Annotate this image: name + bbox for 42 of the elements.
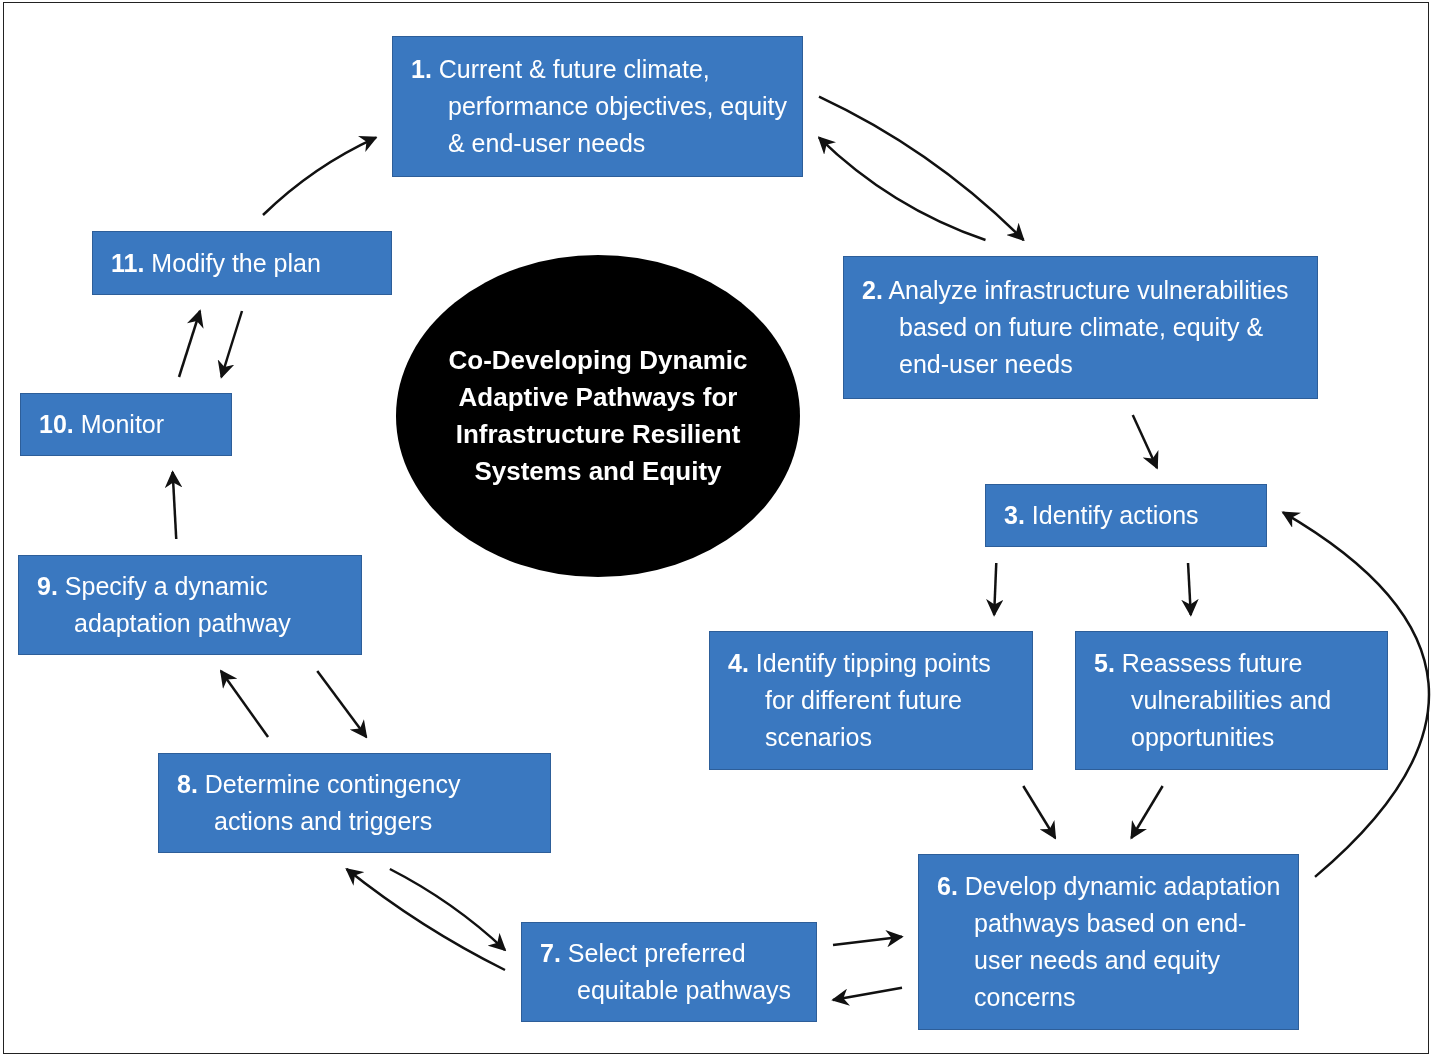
arrow: [1181, 562, 1199, 617]
process-box: [709, 631, 1033, 770]
step-text: 9. Specify a dynamic adaptation pathway: [37, 571, 292, 639]
process-box: [985, 484, 1267, 547]
arrow: [217, 310, 244, 379]
process-box: [158, 753, 551, 853]
ellipse-label: Co-Developing Dynamic Adaptive Pathways for Infrastructure Resilient Systems and Equity: [447, 344, 749, 488]
step-text: 3. Identify actions: [1004, 500, 1199, 531]
step-text: 11. Modify the plan: [111, 247, 321, 279]
step-text: 1. Current & future climate, performance objectives, equity & end-user needs: [411, 54, 789, 159]
step-text: 6. Develop dynamic adaptation pathways based on end-user needs and equity concerns: [937, 871, 1282, 1013]
arrow: [817, 136, 986, 242]
process-box: [843, 256, 1318, 399]
process-box: [1075, 631, 1388, 770]
arrow: [345, 867, 506, 972]
step-text: 2. Analyze infrastructure vulnerabilities based on future climate, equity & end-user needs: [862, 275, 1290, 380]
arrow: [818, 95, 1025, 242]
step-text: 10. Monitor: [39, 409, 166, 440]
process-box: [918, 854, 1299, 1030]
process-box: [521, 922, 817, 1022]
step-text: 5. Reassess future vulnerabilities and opportunities: [1094, 648, 1333, 753]
process-box: [18, 555, 362, 655]
process-box: [392, 36, 803, 177]
title-ellipse: [396, 255, 800, 577]
arrow: [1281, 511, 1430, 878]
step-text: 4. Identify tipping points for different future scenarios: [728, 648, 992, 753]
arrow: [219, 669, 270, 738]
arrow: [832, 929, 904, 948]
arrow: [1131, 414, 1159, 470]
process-box: [92, 231, 392, 295]
arrow: [986, 562, 1004, 617]
arrow: [1130, 785, 1164, 840]
process-box: [20, 393, 232, 456]
arrow: [1022, 785, 1057, 840]
arrow: [831, 986, 903, 1006]
arrow: [177, 309, 204, 378]
arrow: [262, 136, 378, 216]
step-text: 7. Select preferred equitable pathways: [540, 938, 793, 1006]
arrow: [164, 470, 183, 540]
arrow: [389, 867, 507, 952]
step-text: 8. Determine contingency actions and triggers: [177, 769, 462, 837]
arrow: [316, 670, 368, 739]
